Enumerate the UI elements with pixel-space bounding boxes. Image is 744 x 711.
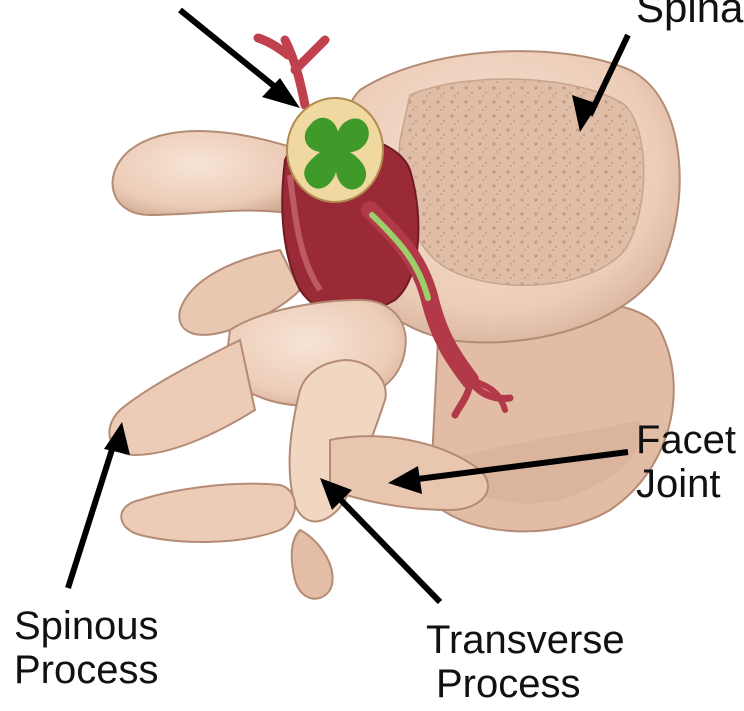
label-facet-line1: Facet [636,418,736,462]
arrow-spinal-cord [180,10,300,108]
label-spinous-process: Spinous Process [14,604,159,692]
inferior-spinous [121,484,295,542]
arrow-spinous-process [68,422,130,588]
cancellous-bone [399,79,644,285]
label-spinous-line1: Spinous [14,604,159,648]
label-transverse-process: Transverse Process [426,618,625,706]
spinous-process [109,340,255,455]
label-top-partial: Spina [636,0,743,30]
label-spinous-line2: Process [14,648,159,692]
left-upper-process [113,131,300,215]
label-facet-joint: Facet Joint [636,418,736,506]
label-transverse-line2: Process [426,662,625,706]
inferior-transverse [292,530,333,599]
label-facet-line2: Joint [636,462,736,506]
label-transverse-line1: Transverse [426,618,625,662]
